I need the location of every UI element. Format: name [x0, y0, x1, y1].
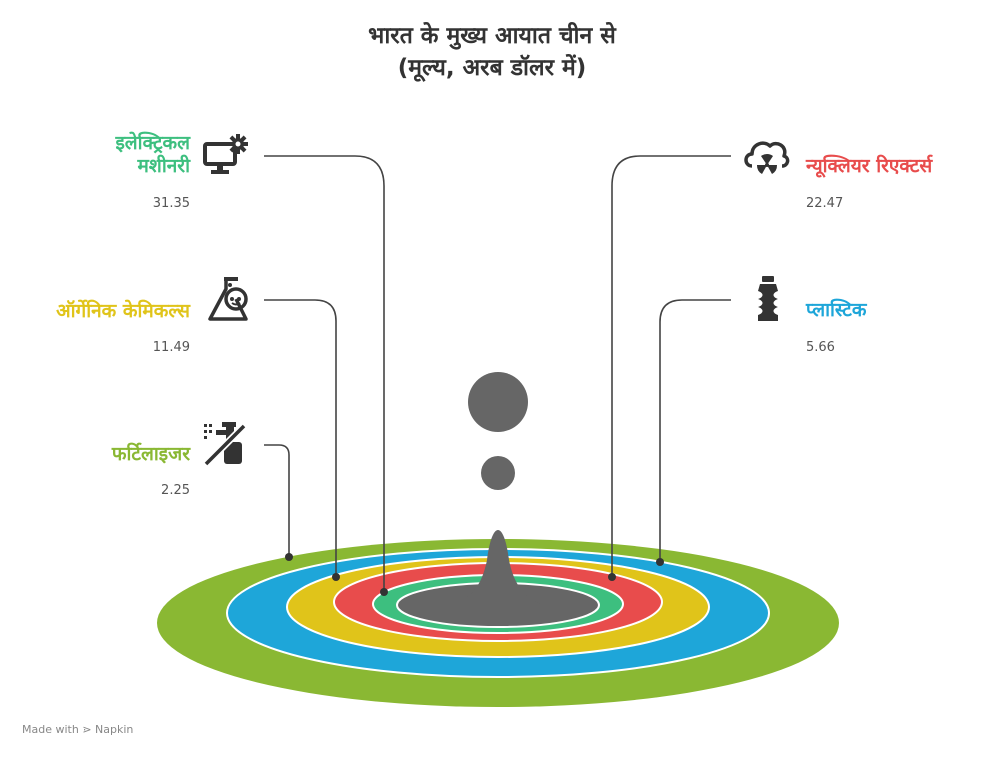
connector-dot-nuclear: [608, 573, 616, 581]
value-electrical: 31.35: [152, 196, 190, 211]
label-plastic: प्लास्टिक: [806, 299, 866, 322]
connector-fertilizer: [264, 444, 290, 557]
value-fertilizer: 2.25: [161, 483, 190, 498]
footer-watermark: Made with ⋗ Napkin: [22, 723, 134, 736]
flask-icon: [208, 277, 248, 321]
value-plastic: 5.66: [806, 340, 835, 355]
value-nuclear: 22.47: [806, 196, 844, 211]
label-nuclear-line1: न्यूक्लियर रिएक्टर्स: [806, 155, 933, 177]
label-electrical-line2: मशीनरी: [137, 155, 190, 177]
label-plastic-line1: प्लास्टिक: [806, 299, 867, 321]
label-electrical-line1: इलेक्ट्रिकल: [115, 132, 190, 154]
label-electrical: इलेक्ट्रिकल मशीनरी: [115, 132, 190, 178]
droplet-small: [481, 456, 515, 490]
connector-nuclear: [611, 155, 731, 577]
title-line-1: भारत के मुख्य आयात चीन से: [368, 23, 616, 49]
title-line-2: (मूल्य, अरब डॉलर में): [397, 55, 587, 81]
computer-gear-icon: [203, 134, 248, 174]
connector-dot-electrical: [380, 588, 388, 596]
cloud-radiation-icon: [744, 141, 790, 174]
plastic-bottle-icon: [758, 276, 778, 321]
label-fertilizer-line1: फर्टिलाइजर: [111, 443, 190, 465]
page-title: भारत के मुख्य आयात चीन से (मूल्य, अरब डॉ…: [0, 20, 984, 84]
connector-organic: [264, 299, 337, 577]
label-organic: ऑर्गेनिक केमिकल्स: [56, 300, 190, 323]
splash-spike: [420, 530, 576, 612]
label-nuclear: न्यूक्लियर रिएक्टर्स: [806, 155, 932, 178]
connector-dot-fertilizer: [285, 553, 293, 561]
label-organic-line1: ऑर्गेनिक केमिकल्स: [56, 300, 190, 322]
droplet-large: [468, 372, 528, 432]
connector-plastic: [659, 299, 731, 562]
label-fertilizer: फर्टिलाइजर: [112, 443, 190, 466]
connector-dot-organic: [332, 573, 340, 581]
connector-electrical: [264, 155, 385, 592]
no-spray-icon: [203, 422, 247, 466]
value-organic: 11.49: [152, 340, 190, 355]
connector-dot-plastic: [656, 558, 664, 566]
